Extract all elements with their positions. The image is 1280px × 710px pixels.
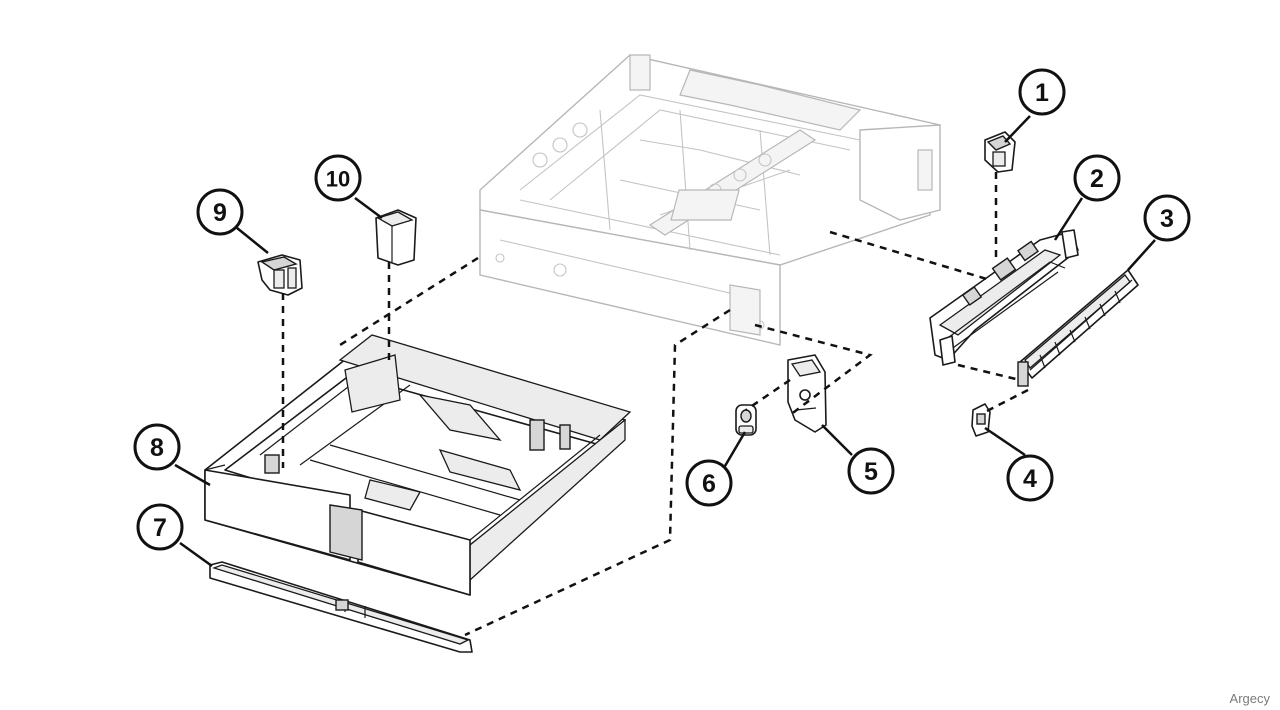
leader-5 (821, 424, 853, 456)
callout-10: 10 (314, 154, 362, 202)
callout-9: 9 (196, 188, 244, 236)
part-4-latch (971, 403, 991, 437)
callout-3-label: 3 (1160, 205, 1174, 233)
callout-8-label: 8 (150, 434, 164, 462)
callout-7: 7 (136, 503, 184, 551)
callout-6: 6 (685, 459, 733, 507)
leader-9 (236, 227, 269, 254)
part-3-rail-ribs (1029, 279, 1133, 371)
leader-10 (354, 196, 383, 220)
callout-4-label: 4 (1023, 465, 1037, 493)
part-3-guide-rail (1017, 269, 1139, 387)
watermark: Argecy (1229, 691, 1270, 706)
part-1-clip (984, 131, 1016, 173)
callout-4: 4 (1006, 454, 1054, 502)
callout-9-label: 9 (213, 199, 227, 227)
leader-2 (1053, 197, 1084, 241)
callout-1: 1 (1018, 68, 1066, 116)
dash-part3-to-part4 (984, 388, 1029, 414)
callout-5: 5 (847, 447, 895, 495)
callout-8: 8 (133, 423, 181, 471)
dash-frame-to-tray-right (464, 308, 731, 637)
assembly-dashed-lines (281, 172, 1029, 637)
dash-part2-to-part3 (957, 363, 1021, 382)
callout-2: 2 (1073, 154, 1121, 202)
dash-part5-to-part6 (745, 378, 791, 412)
callout-2-label: 2 (1090, 165, 1104, 193)
leader-3 (1127, 239, 1156, 271)
part-5-bracket (787, 354, 827, 433)
part-9-clip (257, 254, 303, 296)
callout-leaders (174, 115, 1156, 568)
part-10-guide (375, 209, 417, 266)
leader-8 (174, 463, 211, 487)
leader-6 (723, 431, 747, 467)
leader-7 (179, 541, 213, 568)
leader-4 (984, 426, 1026, 457)
dash-frame-to-tray-left (339, 256, 479, 347)
part-7-front-strip (209, 561, 473, 653)
callout-5-label: 5 (864, 458, 878, 486)
part-2-pick-assembly (929, 229, 1079, 366)
printer-frame-assembly (479, 54, 941, 346)
dash-frame-to-part2 (829, 230, 991, 282)
dash-frame-to-part5 (754, 323, 873, 416)
part-8-paper-tray (204, 334, 632, 596)
leader-1 (1004, 115, 1031, 143)
callout-6-label: 6 (702, 470, 716, 498)
callout-3: 3 (1143, 194, 1191, 242)
callout-7-label: 7 (153, 514, 167, 542)
callout-1-label: 1 (1035, 79, 1049, 107)
callout-10-label: 10 (326, 167, 350, 192)
